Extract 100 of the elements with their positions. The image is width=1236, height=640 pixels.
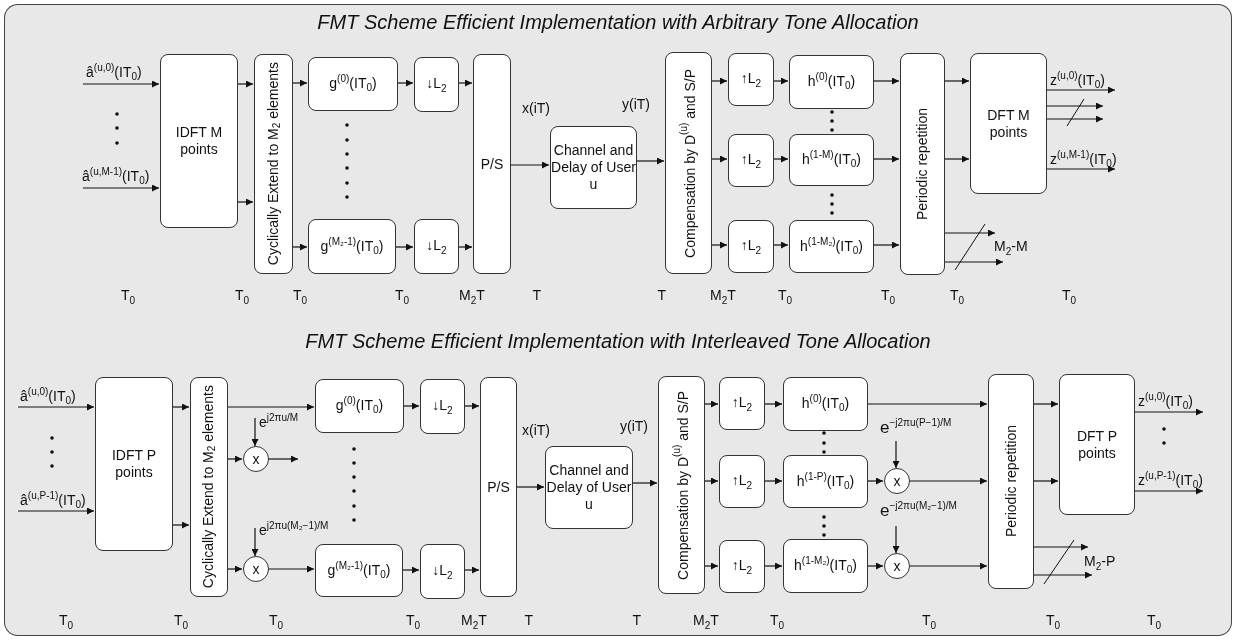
period-label: T$_{0}$ xyxy=(59,612,74,631)
arrow xyxy=(171,403,190,411)
panel-title: FMT Scheme Efficient Implementation with Arbitrary Tone Allocation xyxy=(316,11,920,34)
arrow xyxy=(703,400,719,408)
downsampler-box: ↓L$_{2}$ xyxy=(414,219,459,274)
repetition-box: Periodic repetition xyxy=(988,374,1034,589)
transform-box: DFT P points xyxy=(1059,374,1135,515)
arrow xyxy=(943,155,970,163)
edge-label: M$_{2}$-M xyxy=(994,238,1028,257)
arrow xyxy=(1032,571,1093,579)
arrow xyxy=(291,243,308,251)
period-label: T xyxy=(532,287,542,303)
edge-label: x(iT) xyxy=(522,422,550,438)
period-label: T xyxy=(524,612,534,628)
upsampler-box: ↑L$_{2}$ xyxy=(728,134,774,187)
arrow xyxy=(763,562,783,570)
period-label: T xyxy=(657,287,667,303)
multiplier-circle: x xyxy=(884,468,910,494)
period-label: T$_{0}$ xyxy=(950,287,965,306)
arrow xyxy=(872,77,900,85)
filter-box: h$^{(1-M₂)}$(IT$_{0}$) xyxy=(789,220,874,273)
arrow xyxy=(1032,477,1059,485)
arrow xyxy=(251,417,259,447)
transform-box: IDFT M points xyxy=(160,54,238,228)
period-label: T$_{0}$ xyxy=(235,287,250,306)
arrow xyxy=(710,77,728,85)
arrow xyxy=(872,155,900,163)
edge-label: y(iT) xyxy=(622,96,650,112)
period-label: M$_{2}$T xyxy=(461,612,487,631)
arrow xyxy=(82,184,160,192)
multiplier-circle: x xyxy=(243,556,269,582)
period-label: T$_{0}$ xyxy=(293,287,308,306)
converter-box: P/S xyxy=(473,54,511,274)
arrow xyxy=(763,477,783,485)
arrow xyxy=(1032,400,1059,408)
filter-box: g$^{(M₂-1)}$(IT$_{0}$) xyxy=(315,544,403,597)
arrow xyxy=(772,77,789,85)
arrow xyxy=(1045,165,1116,173)
arrow xyxy=(396,79,414,87)
edge-label: e$^{j2πu/M}$ xyxy=(259,412,299,430)
arrow xyxy=(1133,408,1204,416)
edge-label: x(iT) xyxy=(522,100,550,116)
arrow xyxy=(892,440,900,469)
arrow xyxy=(457,243,473,251)
arrow xyxy=(463,402,480,410)
arrow xyxy=(1045,102,1104,110)
channel-box: Channel and Delay of User u xyxy=(550,126,637,209)
arrow xyxy=(763,400,783,408)
arrow xyxy=(1045,115,1104,123)
arrow xyxy=(908,562,988,570)
arrow xyxy=(772,241,789,249)
downsampler-box: ↓L$_{2}$ xyxy=(414,57,459,112)
edge-label: e$^{j2πu(M₂−1)/M}$ xyxy=(259,520,329,538)
transform-box: DFT M points xyxy=(970,53,1047,194)
period-label: T$_{0}$ xyxy=(922,612,937,631)
filter-box: h$^{(1-M)}$(IT$_{0}$) xyxy=(789,134,874,186)
downsampler-box: ↓L$_{2}$ xyxy=(420,544,465,599)
edge-label: e$^{−j2πu(P−1)/M}$ xyxy=(880,417,952,438)
filter-box: g$^{(0)}$(IT$_{0}$) xyxy=(308,57,398,111)
edge-label: e$^{−j2πu(M₂−1)/M}$ xyxy=(880,500,957,521)
arrow xyxy=(892,525,900,554)
multiplier-circle: x xyxy=(884,553,910,579)
arrow xyxy=(703,562,719,570)
diagram-panel xyxy=(4,4,1232,320)
arrow xyxy=(1133,487,1204,495)
period-label: T xyxy=(632,612,642,628)
edge-label: â$^{(u,P-1)}$(IT$_{0}$) xyxy=(20,490,86,511)
panel-title: FMT Scheme Efficient Implementation with Interleaved Tone Allocation xyxy=(304,330,932,353)
period-label: T$_{0}$ xyxy=(1062,287,1077,306)
arrow xyxy=(908,477,988,485)
filter-box: g$^{(0)}$(IT$_{0}$) xyxy=(315,379,404,433)
arrow xyxy=(267,565,315,573)
arrow xyxy=(710,241,728,249)
arrow xyxy=(401,566,420,574)
edge-label: y(iT) xyxy=(620,418,648,434)
arrow xyxy=(866,477,884,485)
arrow xyxy=(236,80,254,88)
arrow xyxy=(226,455,243,463)
upsampler-box: ↑L$_{2}$ xyxy=(719,540,765,593)
upsampler-box: ↑L$_{2}$ xyxy=(728,53,774,106)
channel-box: Channel and Delay of User u xyxy=(545,446,633,529)
arrow xyxy=(17,507,95,515)
arrow xyxy=(943,77,970,85)
edge-label: â$^{(u,0)}$(IT$_{0}$) xyxy=(20,386,76,407)
edge-label: z$^{(u,P-1)}$(IT$_{0}$) xyxy=(1138,470,1203,491)
period-label: T$_{0}$ xyxy=(881,287,896,306)
upsampler-box: ↑L$_{2}$ xyxy=(728,220,774,273)
arrow xyxy=(515,483,545,491)
arrow xyxy=(171,521,190,529)
period-label: T$_{0}$ xyxy=(778,287,793,306)
period-label: T$_{0}$ xyxy=(269,612,284,631)
arrow xyxy=(267,455,299,463)
edge-label: â$^{(u,M-1)}$(IT$_{0}$) xyxy=(82,166,150,187)
arrow xyxy=(710,155,728,163)
period-label: T$_{0}$ xyxy=(174,612,189,631)
period-label: T$_{0}$ xyxy=(395,287,410,306)
filter-box: h$^{(0)}$(IT$_{0}$) xyxy=(783,377,868,431)
converter-box: P/S xyxy=(480,377,517,597)
arrow xyxy=(402,402,420,410)
filter-box: h$^{(0)}$(IT$_{0}$) xyxy=(789,55,874,109)
